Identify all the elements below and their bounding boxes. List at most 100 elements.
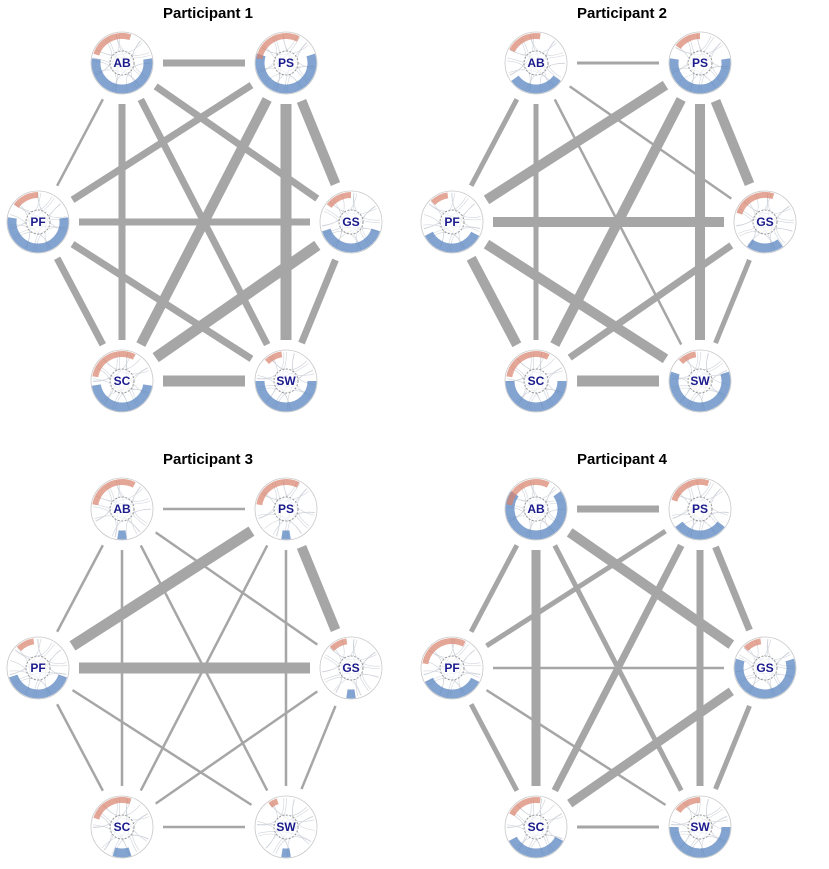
node-label: PS	[278, 502, 294, 516]
panel-title: Participant 2	[577, 5, 667, 22]
node-PS: PS	[668, 477, 732, 541]
edge-GS-SC	[152, 240, 321, 363]
node-inner-ring	[687, 496, 713, 522]
edge-AB-PF	[56, 544, 104, 633]
edge-PS-PF	[483, 80, 669, 205]
edge-PS-PF	[485, 529, 667, 648]
panel-title: Participant 3	[163, 451, 253, 468]
node-label: SC	[114, 374, 131, 388]
edge-GS-SW	[300, 705, 337, 790]
node-label: SW	[276, 820, 296, 834]
edge-GS-SC	[567, 687, 734, 808]
node-inner-ring	[109, 368, 135, 394]
node-PS: PS	[668, 31, 732, 95]
negative-band	[91, 58, 153, 94]
node-GS: GS	[733, 636, 797, 700]
positive-band	[430, 192, 449, 206]
node-GS: GS	[319, 190, 383, 254]
edge-PS-GS	[296, 99, 341, 186]
negative-band	[424, 231, 480, 253]
edge-PS-GS	[710, 99, 755, 186]
positive-band	[93, 33, 132, 56]
node-inner-ring	[523, 368, 549, 394]
node-inner-ring	[338, 209, 364, 235]
node-inner-ring	[752, 209, 778, 235]
node-SW: SW	[254, 349, 318, 413]
node-inner-ring	[273, 368, 299, 394]
positive-band	[678, 351, 697, 365]
positive-band	[422, 638, 466, 665]
node-inner-ring	[439, 655, 465, 681]
negative-band	[669, 371, 731, 412]
node-inner-ring	[25, 655, 51, 681]
node-inner-ring	[273, 496, 299, 522]
node-SC: SC	[504, 795, 568, 859]
node-label: GS	[342, 215, 359, 229]
node-inner-ring	[752, 655, 778, 681]
node-label: PF	[30, 661, 45, 675]
negative-band	[747, 239, 783, 253]
edge-PF-SC	[466, 255, 522, 348]
edge-PS-GS	[296, 545, 341, 632]
negative-band	[734, 658, 796, 699]
negative-band	[91, 384, 153, 412]
node-label: SC	[528, 374, 545, 388]
positive-band	[509, 33, 541, 53]
node-label: SW	[690, 374, 710, 388]
edge-PF-SW	[70, 241, 254, 362]
node-AB: AB	[504, 477, 568, 541]
node-SC: SC	[90, 795, 154, 859]
positive-band	[675, 33, 701, 50]
node-inner-ring	[273, 814, 299, 840]
edge-PF-SW	[483, 239, 669, 364]
negative-band	[8, 674, 68, 699]
node-inner-ring	[273, 50, 299, 76]
node-label: SC	[114, 820, 131, 834]
node-inner-ring	[439, 209, 465, 235]
node-inner-ring	[523, 814, 549, 840]
node-label: AB	[113, 502, 131, 516]
negative-band	[505, 380, 567, 412]
edge-GS-SC	[154, 690, 319, 805]
node-AB: AB	[90, 31, 154, 95]
positive-band	[675, 797, 701, 814]
negative-band	[669, 826, 731, 858]
edge-PS-PF	[70, 82, 254, 203]
node-inner-ring	[687, 368, 713, 394]
positive-band	[92, 351, 136, 378]
edge-GS-SW	[713, 705, 752, 790]
node-label: SW	[690, 820, 710, 834]
positive-band	[16, 638, 35, 652]
negative-band	[7, 217, 69, 253]
node-label: PS	[278, 56, 294, 70]
panel-title: Participant 1	[163, 5, 253, 22]
edge-PS-GS	[712, 545, 753, 632]
edge-PF-SW	[485, 689, 667, 806]
node-PF: PF	[6, 190, 70, 254]
edge-PF-SC	[56, 703, 104, 792]
edges	[54, 59, 341, 387]
node-AB: AB	[504, 31, 568, 95]
panel-title: Participant 4	[577, 451, 668, 468]
node-label: AB	[527, 502, 545, 516]
edges	[466, 61, 755, 387]
node-label: GS	[756, 661, 773, 675]
panel-4: Participant 4 AB PS PF GS SC SW	[420, 451, 797, 859]
edge-AB-PF	[56, 98, 104, 187]
negative-band	[669, 58, 731, 94]
node-inner-ring	[109, 50, 135, 76]
edge-PF-SW	[71, 689, 253, 806]
positive-band	[13, 192, 39, 209]
negative-band	[112, 847, 132, 858]
edge-GS-SC	[567, 242, 734, 361]
node-PF: PF	[420, 636, 484, 700]
positive-band	[326, 192, 352, 209]
node-SC: SC	[90, 349, 154, 413]
edge-AB-GS	[566, 528, 735, 649]
node-label: AB	[527, 56, 545, 70]
node-AB: AB	[90, 477, 154, 541]
positive-band	[329, 638, 348, 652]
positive-band	[92, 479, 136, 506]
node-label: SC	[528, 820, 545, 834]
